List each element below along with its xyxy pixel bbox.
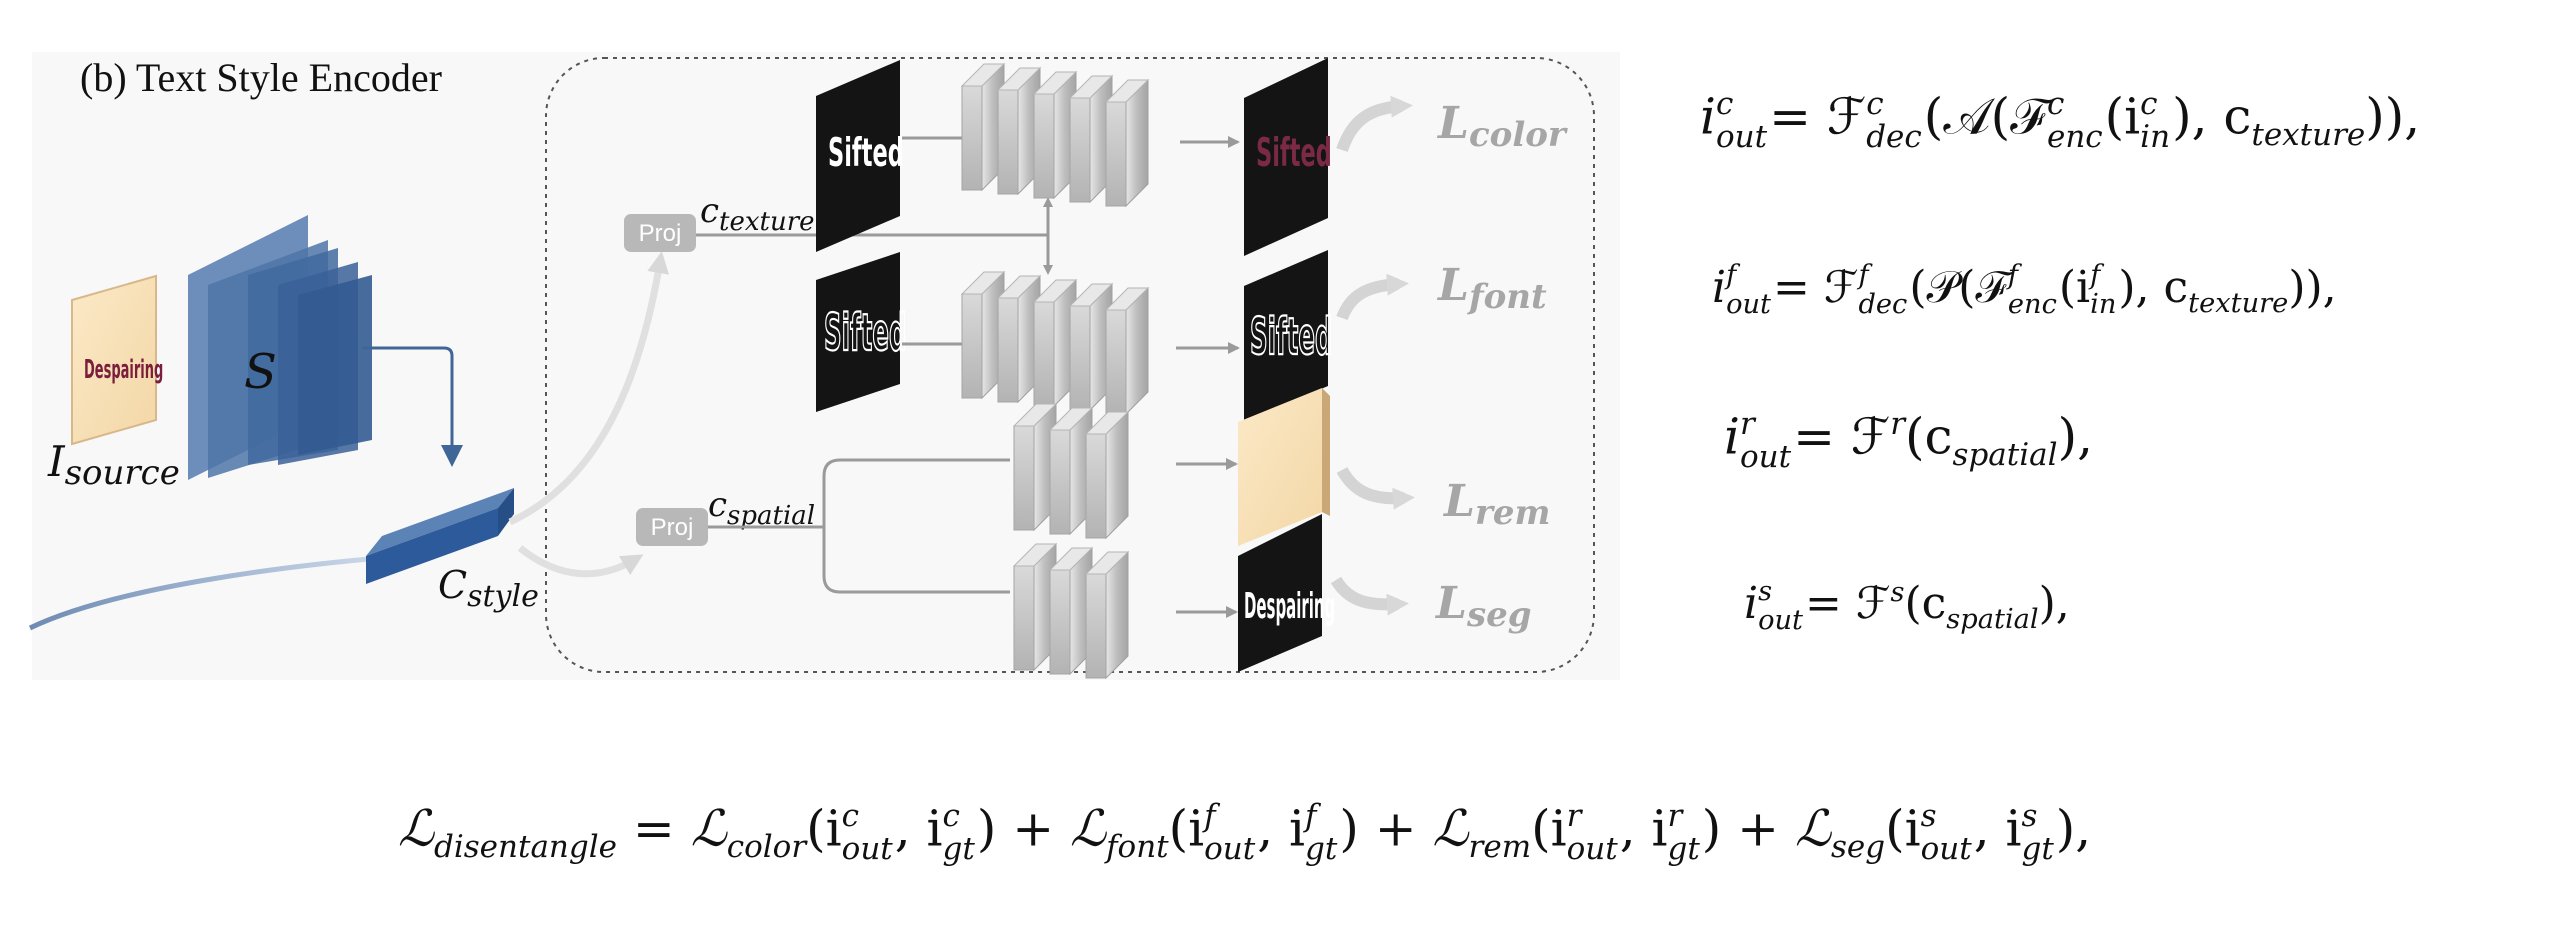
loss-seg-label: Lseg	[1434, 578, 1531, 635]
loss-font-label: Lfont	[1436, 260, 1547, 317]
panel-title: (b) Text Style Encoder	[80, 55, 442, 100]
source-word: Despairing	[84, 354, 163, 384]
source-image: Despairing	[71, 274, 163, 446]
svg-text:Sifted: Sifted	[1256, 129, 1332, 176]
texture-label: ctexture	[700, 191, 815, 237]
svg-text:Sifted: Sifted	[824, 304, 907, 363]
decoder-font	[960, 270, 1150, 416]
style-vector	[366, 488, 514, 584]
font-input-image: Sifted	[816, 252, 907, 412]
decoder-color	[960, 62, 1150, 208]
proj-texture-box	[624, 214, 696, 252]
loss-rem-arrow	[1336, 466, 1415, 510]
proj-spatial-label: Proj	[651, 514, 694, 541]
svg-text:Sifted: Sifted	[1250, 308, 1333, 367]
encoder-label: S	[244, 344, 277, 400]
decoder-container	[545, 57, 1595, 673]
proj-texture-label: Proj	[639, 220, 682, 247]
decoder-stacks	[960, 62, 1150, 680]
style-to-texture-proj-arrow	[508, 251, 670, 526]
style-to-spatial-proj-arrow	[517, 545, 644, 578]
loss-seg-arrow	[1330, 576, 1409, 616]
proj-spatial-box	[636, 508, 708, 546]
style-encoder-block	[188, 215, 372, 480]
font-output-image: Sifted	[1244, 250, 1333, 422]
seg-output-image: Despairing	[1238, 514, 1335, 672]
source-label: Isource	[47, 437, 180, 493]
loss-rem-label: Lrem	[1442, 476, 1550, 533]
color-output-image: Sifted	[1244, 58, 1332, 256]
svg-text:Sifted: Sifted	[828, 129, 904, 176]
loss-font-arrow	[1336, 273, 1409, 321]
svg-text:Despairing: Despairing	[1244, 587, 1335, 627]
incoming-curve	[28, 555, 381, 631]
encoder-to-style-arrow	[362, 346, 463, 467]
loss-color-label: Lcolor	[1436, 98, 1568, 155]
spatial-line	[708, 458, 1010, 594]
decoder-seg	[1012, 542, 1130, 680]
color-input-image: Sifted	[816, 60, 904, 252]
rem-output-image	[1238, 388, 1330, 546]
style-label: Cstyle	[438, 563, 539, 614]
loss-color-arrow	[1336, 95, 1413, 153]
decoder-rem	[1012, 402, 1130, 540]
